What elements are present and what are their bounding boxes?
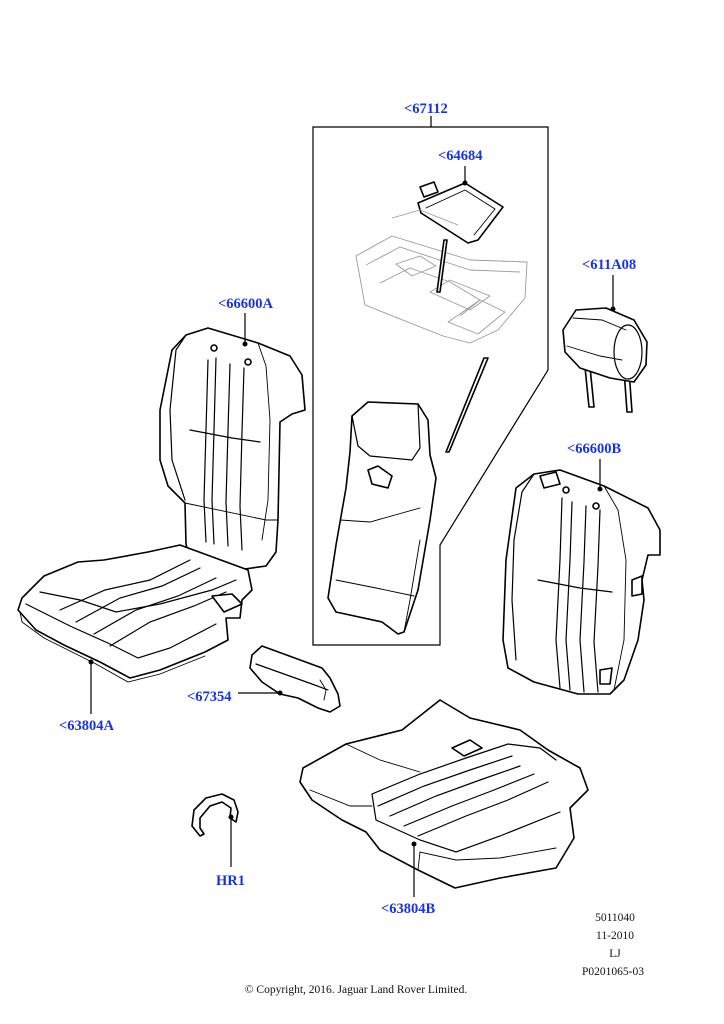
console-ghost xyxy=(355,209,528,344)
tray-64684 xyxy=(417,166,504,244)
group-67112-frame xyxy=(312,116,549,646)
copyright-notice: © Copyright, 2016. Jaguar Land Rover Lim… xyxy=(245,984,468,996)
callout-67112[interactable]: <67112 xyxy=(404,101,448,117)
rear-armrest-67112 xyxy=(327,401,437,635)
seat-cushion-63804B xyxy=(299,699,589,897)
seat-back-66600A xyxy=(159,313,306,571)
reference-line-1: 5011040 xyxy=(595,912,635,924)
reference-line-3: LJ xyxy=(609,948,621,960)
hog-ring-HR1 xyxy=(191,793,239,867)
reference-line-2: 11-2010 xyxy=(596,930,634,942)
callout-64684[interactable]: <64684 xyxy=(438,148,483,164)
pointer-lines xyxy=(436,239,489,453)
reference-line-4: P0201065-03 xyxy=(582,966,644,978)
callout-67354[interactable]: <67354 xyxy=(187,689,232,705)
callout-611A08[interactable]: <611A08 xyxy=(582,257,636,273)
seat-back-66600B xyxy=(502,459,661,695)
callout-66600A[interactable]: <66600A xyxy=(218,296,274,312)
callout-66600B[interactable]: <66600B xyxy=(567,441,622,457)
seat-cushion-63804A xyxy=(17,544,253,714)
callout-HR1[interactable]: HR1 xyxy=(216,873,245,889)
callout-63804B[interactable]: <63804B xyxy=(381,901,436,917)
callout-63804A[interactable]: <63804A xyxy=(59,718,115,734)
bolster-67354 xyxy=(238,645,341,713)
headrest-611A08 xyxy=(562,275,648,413)
